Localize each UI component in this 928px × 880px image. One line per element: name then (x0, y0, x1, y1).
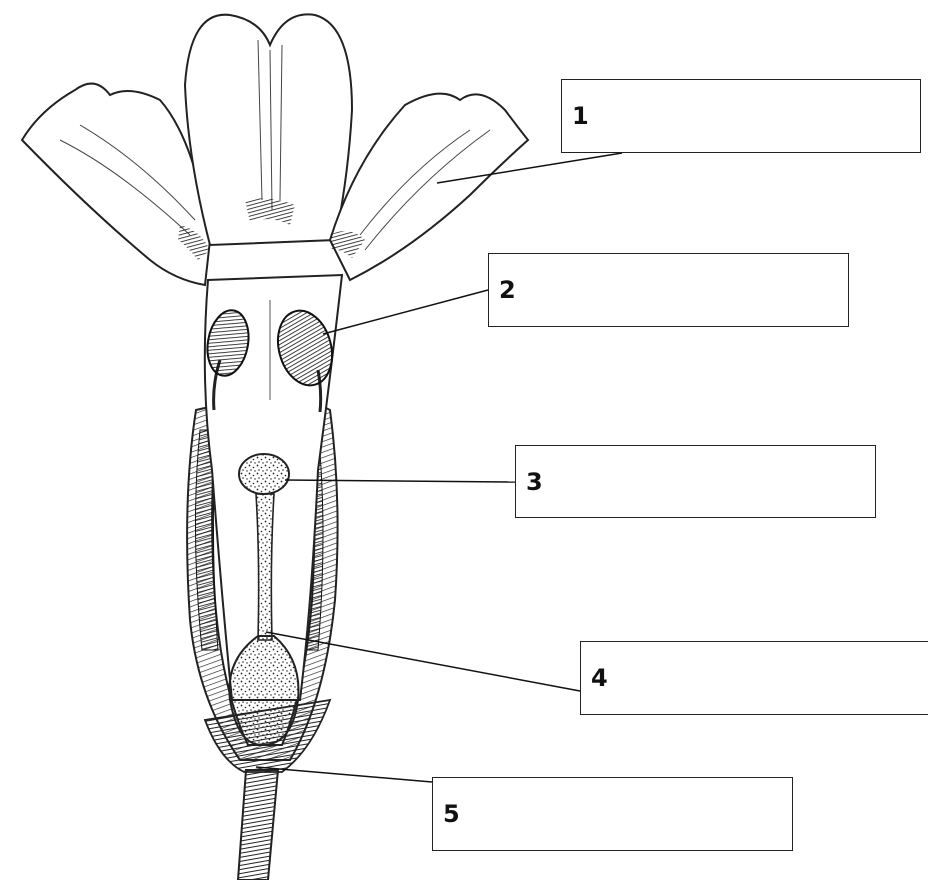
label-number-5: 5 (443, 800, 460, 828)
leader-line-5 (256, 767, 432, 782)
label-box-3[interactable]: 3 (515, 445, 876, 518)
petals (22, 14, 528, 285)
label-number-4: 4 (591, 664, 608, 692)
label-number-1: 1 (572, 102, 589, 130)
label-box-5[interactable]: 5 (432, 777, 793, 851)
label-number-2: 2 (499, 276, 516, 304)
pedicel (238, 770, 278, 880)
leader-line-2 (323, 290, 488, 334)
style (256, 494, 274, 640)
label-box-1[interactable]: 1 (561, 79, 921, 153)
stigma (239, 454, 289, 494)
label-number-3: 3 (526, 468, 543, 496)
label-box-2[interactable]: 2 (488, 253, 849, 327)
label-box-4[interactable]: 4 (580, 641, 928, 715)
petal-left (22, 84, 210, 285)
